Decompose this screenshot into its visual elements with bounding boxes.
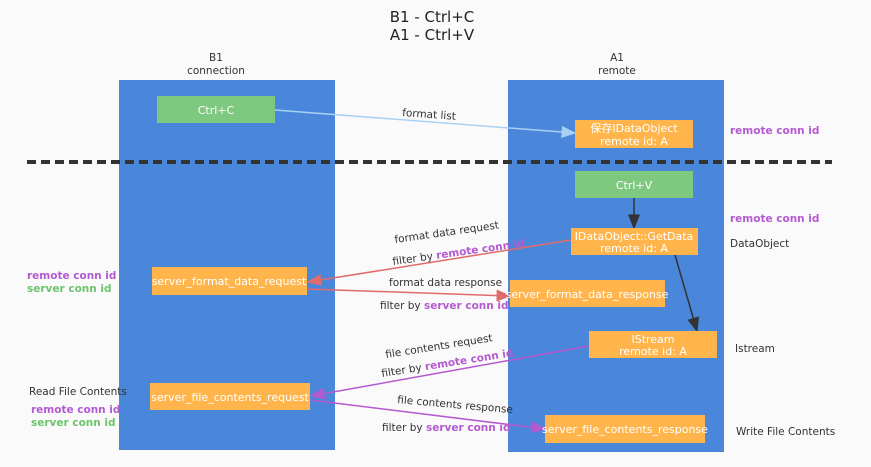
svg-text:server_file_contents_response: server_file_contents_response [542,423,708,436]
note-left-remote-conn-id-1: remote conn id [27,270,116,282]
lane-left-title: B1 [209,52,223,64]
svg-text:remote id: A: remote id: A [600,242,668,255]
svg-text:remote id: A: remote id: A [619,345,687,358]
label-format-data-response: format data response [389,277,502,289]
note-remote-conn-id-1: remote conn id [730,125,819,137]
label-format-data-request: format data request [394,219,500,246]
note-read-file: Read File Contents [29,386,127,398]
lane-right-subtitle: remote [598,65,636,77]
note-write-file: Write File Contents [736,426,835,438]
svg-text:server_format_data_response: server_format_data_response [506,288,669,301]
label-filter-server-1: filter by server conn id [380,300,509,312]
edge-file-request [309,345,590,400]
edge-format-list [274,109,577,138]
svg-text:server_format_data_request: server_format_data_request [152,275,307,288]
label-filter-server-2: filter by server conn id [382,422,511,434]
lane-left-subtitle: connection [187,65,245,77]
node-format-data-response: server_format_data_response [506,280,669,307]
node-format-data-request: server_format_data_request [152,267,307,295]
edge-format-response [306,288,512,302]
edge-getdata-istream [674,254,700,333]
title-line-1: B1 - Ctrl+C [390,8,475,26]
edge-format-request [306,239,572,286]
svg-text:IStream: IStream [631,333,674,346]
note-left-remote-conn-id-2: remote conn id [31,404,120,416]
svg-text:IDataObject::GetData: IDataObject::GetData [575,230,694,243]
note-left-server-conn-id-1: server conn id [27,283,112,295]
lane-right-title: A1 [610,52,624,64]
title-line-2: A1 - Ctrl+V [390,26,475,44]
note-dataobject: DataObject [730,238,789,250]
note-remote-conn-id-2: remote conn id [730,213,819,225]
node-ctrl-c: Ctrl+C [157,96,275,123]
edge-file-response [309,399,547,434]
node-ctrl-v: Ctrl+V [575,171,693,198]
svg-text:Ctrl+V: Ctrl+V [616,179,653,192]
node-file-contents-request: server_file_contents_request [150,383,310,410]
svg-text:remote id: A: remote id: A [600,135,668,148]
svg-text:保存IDataObject: 保存IDataObject [590,121,678,135]
svg-text:Ctrl+C: Ctrl+C [198,104,235,117]
svg-text:server_file_contents_request: server_file_contents_request [151,391,309,404]
node-file-contents-response: server_file_contents_response [542,415,708,443]
note-left-server-conn-id-2: server conn id [31,417,116,429]
label-format-list: format list [402,107,457,123]
note-istream: Istream [735,343,775,355]
